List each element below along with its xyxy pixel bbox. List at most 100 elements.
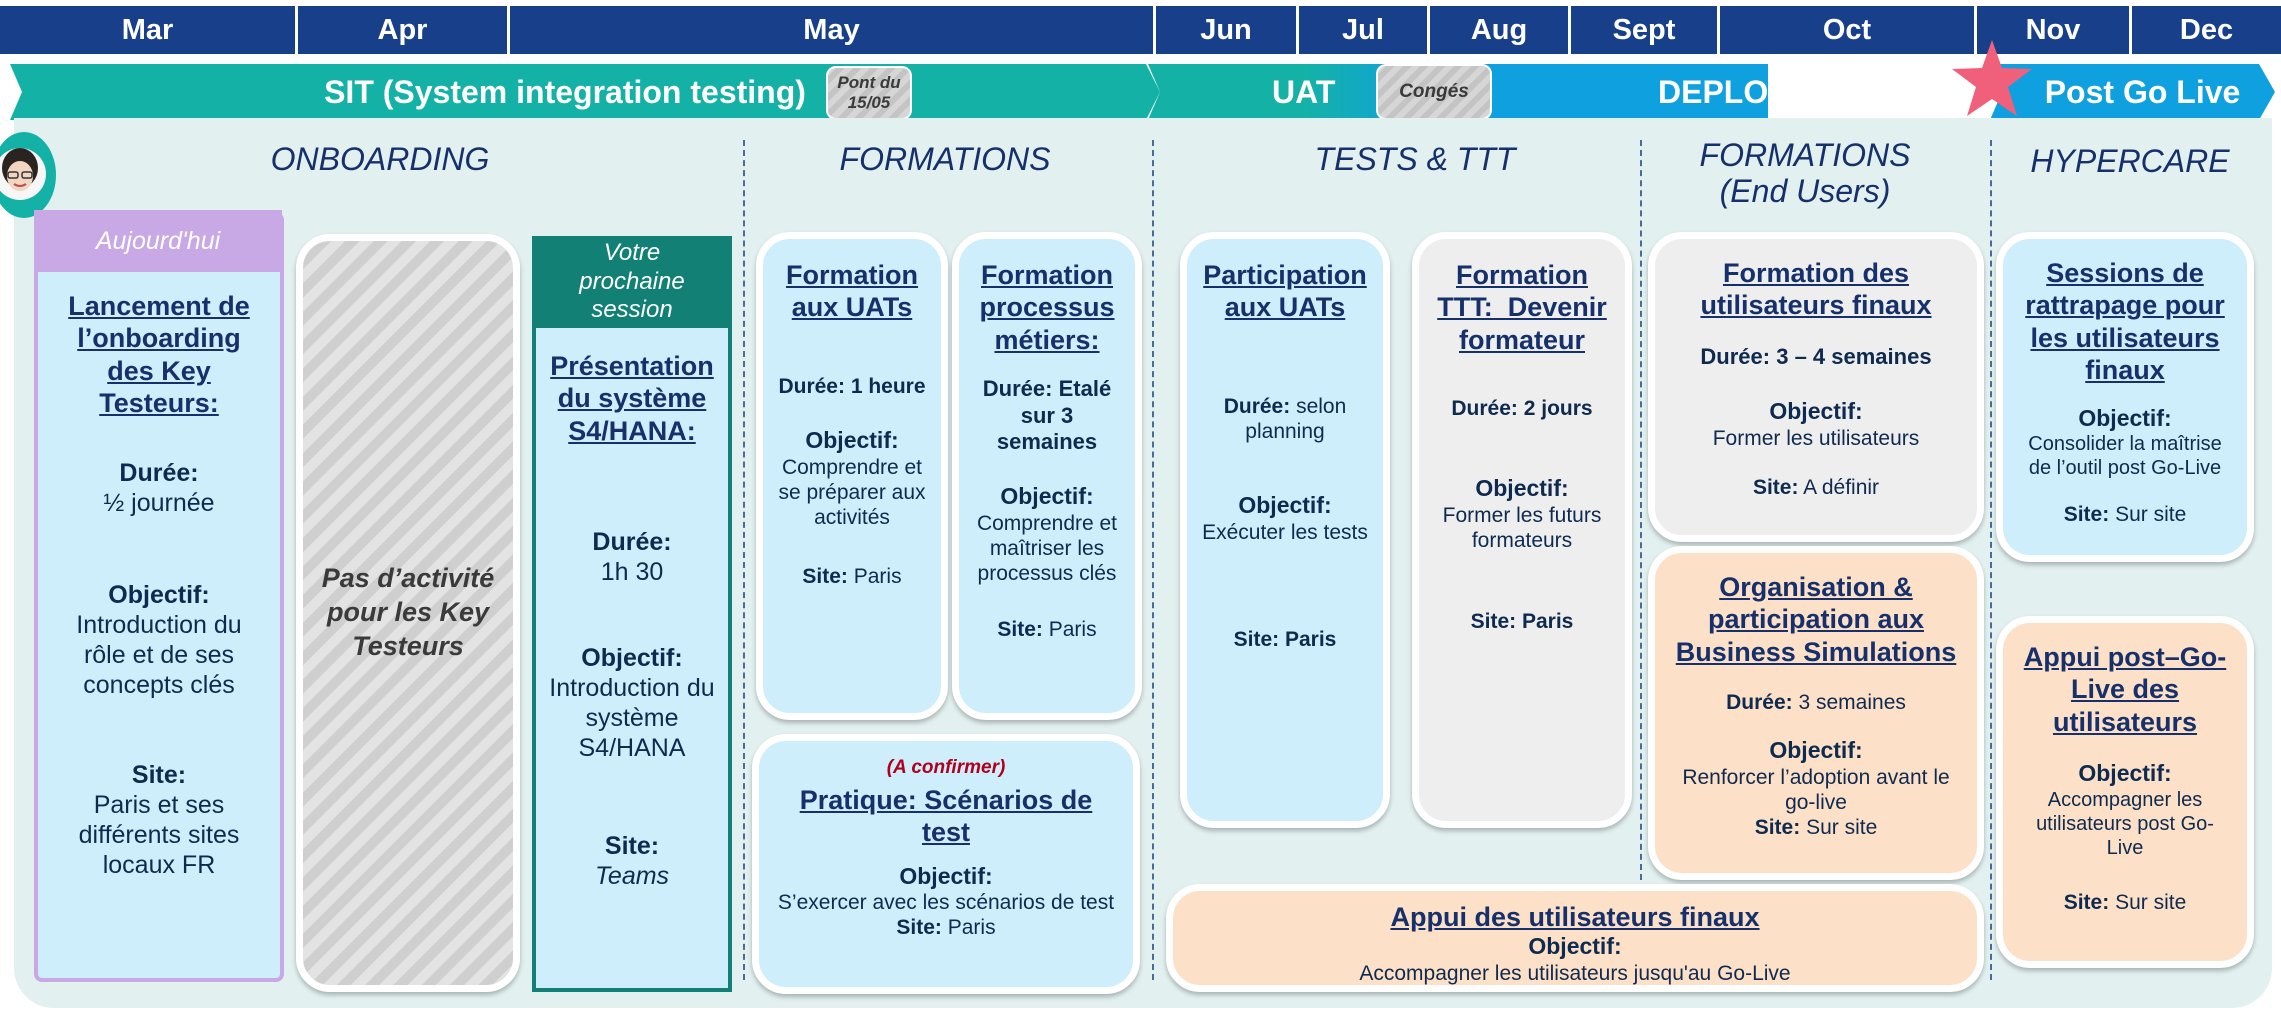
pratique-title-line-1: Pratique: Scénarios de — [799, 784, 1093, 815]
card-onboarding-launch: Lancement de l’onboarding des Key Testeu… — [34, 212, 284, 982]
card-formation-ttt: Formation TTT: Devenir formateur Durée: … — [1412, 232, 1632, 828]
business-sim-title-line-1: Organisation & — [1719, 572, 1913, 602]
onboarding-launch-objectif-label: Objectif: — [108, 580, 210, 609]
user-avatar-icon — [0, 148, 46, 200]
appui-users-objectif-label: Objectif: — [1528, 933, 1622, 960]
formation-uats-duree-label: Durée: — [778, 374, 845, 398]
no-activity-line-3: Testeurs — [352, 630, 464, 661]
formation-processus-site: Paris — [1048, 617, 1097, 641]
participation-uats-title-line-1: Participation — [1203, 260, 1367, 290]
formation-processus-objectif-line-3: processus clés — [977, 562, 1117, 586]
month-may: May — [510, 6, 1156, 54]
formation-uats-title-line-2: aux UATs — [791, 292, 913, 323]
month-jun: Jun — [1156, 6, 1299, 54]
divider-4 — [1990, 140, 1992, 980]
formation-ttt-duree: 2 jours — [1523, 397, 1593, 421]
phase-uat-label: UAT — [1272, 73, 1336, 110]
appui-users-objectif: Accompagner les utilisateurs jusqu'au Go… — [1359, 961, 1791, 985]
business-sim-site-label: Site: — [1754, 816, 1801, 840]
participation-uats-title: Participation aux UATs — [1197, 259, 1373, 324]
participation-uats-title-line-2: aux UATs — [1224, 292, 1346, 323]
appui-post-title: Appui post–Go- Live des utilisateurs — [2013, 641, 2237, 738]
appui-post-objectif-line-3: Live — [2106, 836, 2144, 859]
s4hana-duree-label: Durée: — [592, 528, 672, 557]
pratique-title-line-2: test — [921, 817, 970, 848]
onboarding-launch-duree: ½ journée — [103, 488, 215, 517]
business-sim-duree: 3 semaines — [1798, 691, 1906, 715]
pont-line-2: 15/05 — [847, 93, 891, 112]
card-no-activity: Pas d’activité pour les Key Testeurs — [296, 234, 520, 992]
business-sim-objectif-label: Objectif: — [1769, 737, 1863, 764]
card-participation-uats: Participation aux UATs Durée: selon plan… — [1180, 232, 1390, 828]
no-activity-line-1: Pas d’activité — [321, 563, 495, 594]
next-session-line-2: prochaine — [579, 267, 685, 295]
section-formations-end-users-line-2: (End Users) — [1719, 172, 1891, 209]
s4hana-title-line-3: S4/HANA: — [568, 415, 696, 446]
card-rattrapage: Sessions de rattrapage pour les utilisat… — [1996, 232, 2254, 562]
appui-post-objectif-line-2: utilisateurs post Go- — [2036, 812, 2214, 835]
card-formation-users: Formation des utilisateurs finaux Durée:… — [1648, 232, 1984, 542]
participation-uats-duree-line-2: planning — [1245, 419, 1325, 443]
onboarding-launch-site-label: Site: — [131, 760, 187, 789]
formation-users-duree-label: Durée: — [1700, 343, 1771, 369]
appui-post-site: Sur site — [2115, 890, 2187, 914]
business-sim-title-line-2: participation aux — [1707, 604, 1925, 635]
month-aug: Aug — [1430, 6, 1571, 54]
month-dec: Dec — [2132, 6, 2281, 54]
formation-ttt-title-line-3: formateur — [1458, 324, 1586, 355]
formation-processus-duree-line-3: semaines — [996, 428, 1098, 454]
formation-users-objectif-label: Objectif: — [1769, 398, 1863, 425]
formation-uats-site-label: Site: — [802, 565, 848, 589]
formation-ttt-title-line-1: Formation — [1456, 260, 1588, 290]
formation-uats-objectif-line-3: activités — [814, 505, 890, 529]
business-sim-title: Organisation & participation aux Busines… — [1665, 571, 1967, 668]
no-activity-line-2: pour les Key — [326, 597, 490, 628]
formation-processus-title-line-3: métiers: — [994, 324, 1100, 355]
rattrapage-objectif-label: Objectif: — [2078, 404, 2172, 431]
pratique-site: Paris — [947, 916, 996, 940]
month-nov: Nov — [1977, 6, 2132, 54]
s4hana-site: Teams — [594, 862, 670, 891]
s4hana-objectif-label: Objectif: — [581, 644, 683, 673]
pratique-note: (A confirmer) — [886, 757, 1006, 778]
rattrapage-title-line-4: finaux — [2085, 355, 2165, 386]
s4hana-title-line-2: du système — [557, 383, 707, 414]
appui-post-objectif-label: Objectif: — [2078, 760, 2172, 787]
rattrapage-objectif-line-1: Consolider la maîtrise — [2028, 433, 2222, 456]
go-live-star-icon — [1952, 40, 2032, 116]
business-sim-title-line-3: Business Simulations — [1675, 636, 1957, 667]
card-formation-uats: Formation aux UATs Durée: 1 heure Object… — [756, 232, 948, 720]
appui-users-title: Appui des utilisateurs finaux — [1390, 902, 1760, 932]
participation-uats-objectif-label: Objectif: — [1238, 492, 1332, 519]
onboarding-launch-objectif-line-2: rôle et de ses — [83, 640, 235, 669]
next-session-line-3: session — [591, 296, 673, 324]
today-tag: Aujourd'hui — [34, 210, 282, 272]
rattrapage-site: Sur site — [2115, 503, 2187, 527]
month-jul: Jul — [1299, 6, 1430, 54]
month-mar: Mar — [0, 6, 298, 54]
formation-ttt-objectif-line-1: Former les futurs — [1442, 503, 1602, 527]
formation-users-title-line-2: utilisateurs finaux — [1700, 290, 1932, 321]
onboarding-launch-duree-label: Durée: — [119, 458, 199, 487]
business-sim-objectif-line-1: Renforcer l’adoption avant le — [1682, 765, 1950, 789]
phase-sit-label: SIT (System integration testing) — [324, 73, 806, 110]
conges-badge: Congés — [1376, 64, 1492, 120]
formation-processus-title-line-1: Formation — [981, 260, 1113, 290]
formation-processus-duree-label: Durée: — [982, 376, 1053, 402]
formation-processus-duree-line-2: sur 3 — [1020, 402, 1074, 428]
card-formation-processus: Formation processus métiers: Durée: Etal… — [952, 232, 1142, 720]
formation-processus-objectif-label: Objectif: — [1000, 483, 1094, 510]
onboarding-launch-title: Lancement de l’onboarding des Key Testeu… — [38, 290, 280, 420]
section-formations-end-users-line-1: FORMATIONS — [1699, 137, 1911, 173]
s4hana-objectif-line-3: S4/HANA — [578, 734, 686, 763]
rattrapage-site-label: Site: — [2063, 503, 2110, 527]
formation-uats-site: Paris — [853, 565, 902, 589]
business-sim-site: Sur site — [1806, 816, 1878, 840]
formation-uats-objectif-line-2: se préparer aux — [778, 480, 926, 504]
participation-uats-site-label: Site: — [1233, 627, 1280, 651]
onboarding-launch-title-line-3: des Key — [107, 355, 211, 386]
phase-post-go-live: Post Go Live — [1990, 64, 2275, 120]
month-oct: Oct — [1720, 6, 1977, 54]
participation-uats-site: Paris — [1284, 627, 1337, 651]
section-formations: FORMATIONS — [839, 141, 1051, 177]
